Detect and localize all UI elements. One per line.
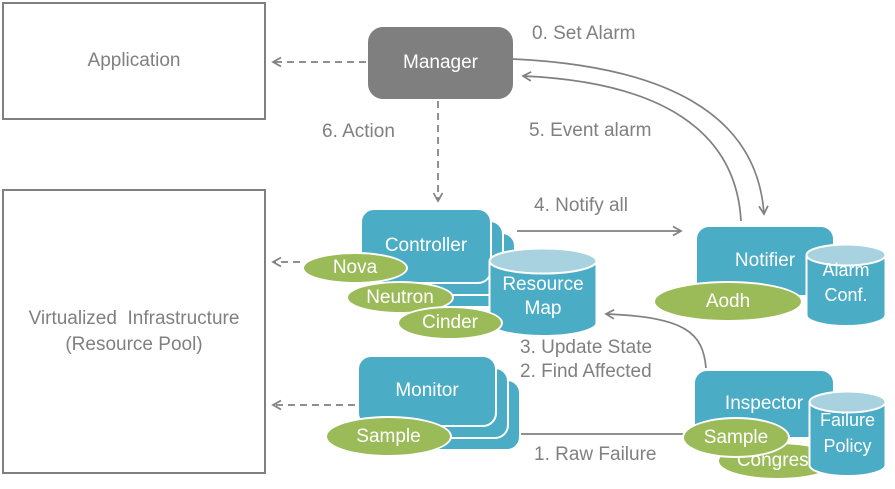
resource-map-label-line1: Resource	[502, 274, 584, 295]
resource-map-label-line2: Map	[524, 298, 562, 319]
annotation-notify-all: 4. Notify all	[534, 195, 628, 216]
alarm-conf-cylinder: Alarm Conf.	[805, 243, 887, 329]
aodh-label: Aodh	[705, 290, 751, 312]
annotation-update-state: 3. Update State	[520, 337, 653, 358]
cinder-label: Cinder	[422, 312, 478, 333]
annotation-set-alarm: 0. Set Alarm	[532, 23, 636, 44]
sample-inspector-label: Sample	[703, 426, 769, 448]
resource-map-cylinder: Resource Map	[488, 247, 598, 338]
annotation-action: 6. Action	[322, 121, 395, 142]
inspector-label: Inspector	[724, 393, 804, 414]
annotation-event-alarm: 5. Event alarm	[529, 120, 652, 141]
cinder-ellipse: Cinder	[397, 306, 503, 340]
sample-monitor-label: Sample	[356, 425, 421, 447]
virtualized-infrastructure-box: Virtualized Infrastructure (Resource Poo…	[2, 189, 266, 474]
sample-monitor-ellipse: Sample	[325, 416, 452, 457]
neutron-label: Neutron	[366, 286, 434, 308]
monitor-node: Monitor	[357, 355, 497, 427]
monitor-label: Monitor	[395, 380, 459, 401]
controller-label: Controller	[384, 235, 468, 256]
annotation-raw-failure: 1. Raw Failure	[534, 444, 657, 465]
cylinder-shape	[808, 390, 887, 477]
manager-label: Manager	[403, 52, 478, 73]
notifier-label: Notifier	[734, 250, 796, 271]
aodh-ellipse: Aodh	[653, 281, 803, 322]
annotation-find-affected: 2. Find Affected	[520, 361, 652, 382]
virtualized-infrastructure-label-line2: (Resource Pool)	[65, 333, 203, 355]
nova-ellipse: Nova	[302, 252, 408, 284]
application-box: Application	[2, 2, 266, 120]
alarm-conf-label-line1: Alarm	[822, 260, 870, 280]
manager-node: Manager	[368, 27, 513, 99]
cylinder-shape	[488, 247, 598, 337]
nova-label: Nova	[332, 257, 378, 278]
virtualized-infrastructure-label-line1: Virtualized Infrastructure	[28, 307, 240, 329]
alarm-conf-label-line2: Conf.	[824, 285, 868, 305]
failure-policy-label-line1: Failure	[819, 410, 876, 430]
failure-policy-cylinder: Failure Policy	[808, 390, 887, 479]
application-label: Application	[87, 50, 181, 71]
failure-policy-label-line2: Policy	[823, 436, 872, 456]
cylinder-shape	[805, 243, 887, 327]
sample-inspector-ellipse: Sample	[682, 417, 790, 458]
